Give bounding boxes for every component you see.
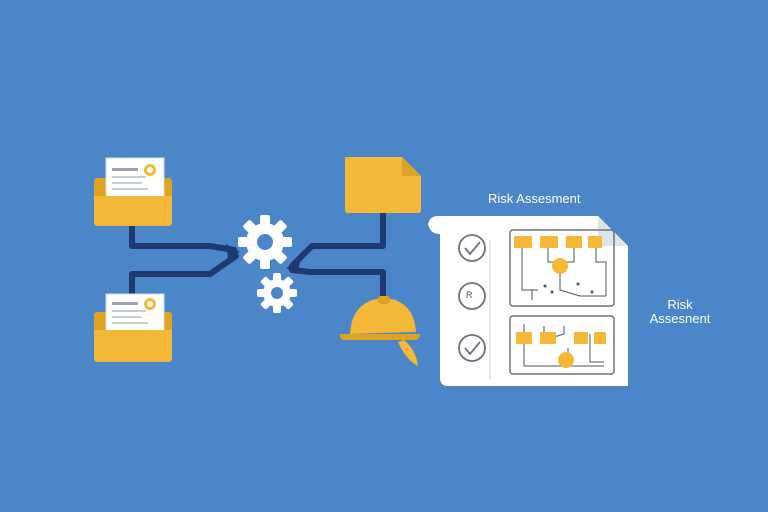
checkmark-icon: [458, 282, 486, 310]
side-title: Risk Assesnent: [640, 298, 720, 326]
checkmark-icon: [458, 234, 486, 262]
side-title-line2: Assesnent: [649, 311, 711, 326]
flowchart-panel-top: [509, 229, 615, 307]
folder-icon: [94, 157, 172, 226]
side-title-line1: Risk: [667, 297, 693, 312]
connector-top-left: [129, 223, 237, 253]
arrowhead-right: [286, 260, 300, 274]
flowchart-panel-bottom: [509, 315, 615, 375]
check-middle-glyph: R: [466, 290, 473, 300]
folder-icon: [94, 293, 172, 362]
gear-icon: [238, 215, 292, 269]
arrowhead-left: [226, 244, 240, 258]
connector-top-right: [289, 209, 386, 269]
arrowheads: [226, 244, 300, 274]
gear-icon: [257, 273, 297, 313]
connector-bottom-right: [289, 267, 386, 303]
checkmark-icon: [458, 334, 486, 362]
hardhat-icon: [340, 296, 420, 366]
document-title: Risk Assesment: [488, 191, 581, 206]
folder-icon: [345, 157, 421, 213]
checklist: [458, 234, 486, 362]
